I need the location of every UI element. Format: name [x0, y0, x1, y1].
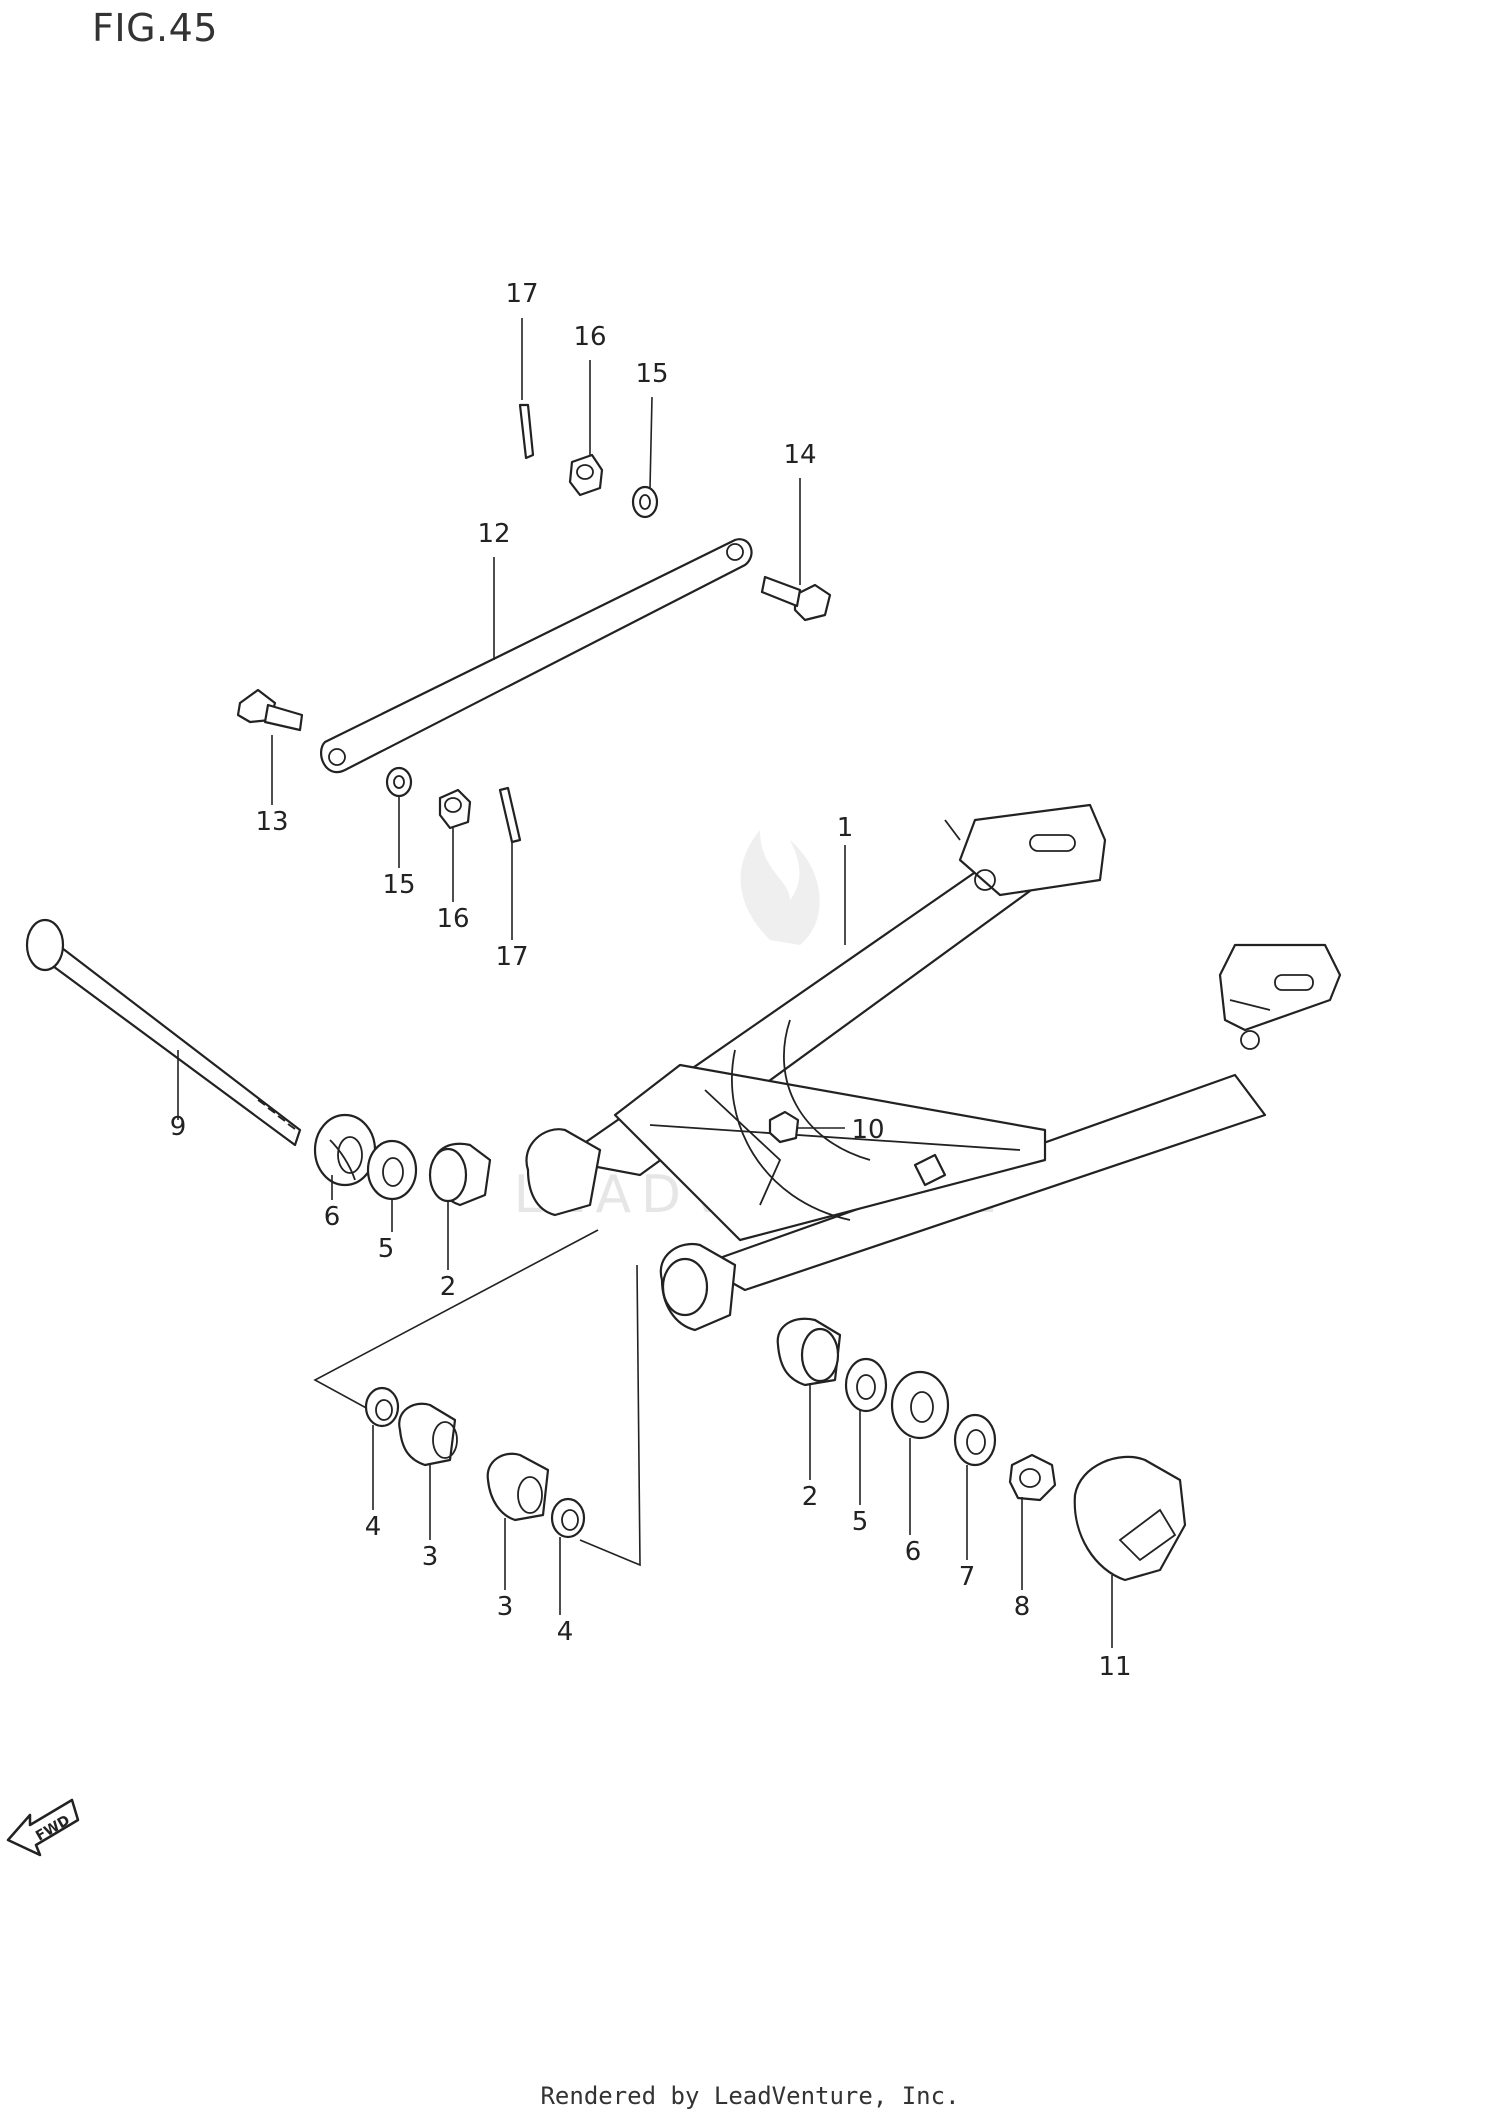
bearing-3-right[interactable]	[486, 1452, 550, 1522]
washer-5-right[interactable]	[844, 1357, 888, 1413]
nut-16-lower[interactable]	[438, 788, 472, 830]
bolt-14[interactable]	[760, 575, 832, 622]
callout-8: 8	[1014, 1592, 1031, 1622]
swingarm[interactable]	[525, 803, 1342, 1332]
washer-15-lower[interactable]	[385, 766, 413, 798]
callout-4-left: 4	[365, 1512, 382, 1542]
callout-10: 10	[851, 1115, 884, 1145]
callout-1: 1	[837, 813, 854, 843]
callout-17-upper: 17	[505, 279, 538, 309]
bush-2-right[interactable]	[776, 1317, 842, 1387]
bearing-3-left[interactable]	[398, 1402, 458, 1467]
callout-15-upper: 15	[635, 359, 668, 389]
callout-11: 11	[1098, 1652, 1131, 1682]
callout-12: 12	[477, 519, 510, 549]
washer-15-upper[interactable]	[631, 485, 659, 519]
callout-3-right: 3	[497, 1592, 514, 1622]
watermark-flame-icon	[740, 830, 820, 945]
washer-6-left[interactable]	[313, 1113, 377, 1187]
nut-16-upper[interactable]	[568, 453, 604, 497]
callout-5-left: 5	[378, 1234, 395, 1264]
torque-link[interactable]	[320, 538, 753, 774]
callout-16-upper: 16	[573, 322, 606, 352]
washer-6-right[interactable]	[890, 1370, 950, 1440]
pivot-shaft[interactable]	[25, 918, 302, 1147]
callout-14: 14	[783, 440, 816, 470]
callout-2-left: 2	[440, 1272, 457, 1302]
cotter-pin-17-upper[interactable]	[518, 403, 535, 460]
cap-11[interactable]	[1073, 1455, 1187, 1582]
washer-5-left[interactable]	[366, 1139, 418, 1201]
callout-6-left: 6	[324, 1202, 341, 1232]
callout-17-lower: 17	[495, 942, 528, 972]
callout-3-left: 3	[422, 1542, 439, 1572]
callout-4-right: 4	[557, 1617, 574, 1647]
callout-6-right: 6	[905, 1537, 922, 1567]
leader-lines	[177, 318, 1113, 1648]
nut-10[interactable]	[768, 1110, 800, 1144]
seal-4-left[interactable]	[364, 1386, 400, 1428]
bolt-13[interactable]	[236, 688, 304, 732]
callout-5-right: 5	[852, 1507, 869, 1537]
cotter-pin-17-lower[interactable]	[498, 786, 522, 844]
seal-4-right[interactable]	[550, 1497, 586, 1539]
bush-2-left[interactable]	[428, 1142, 492, 1207]
callout-15-lower: 15	[382, 870, 415, 900]
washer-7[interactable]	[953, 1413, 997, 1467]
callout-16-lower: 16	[436, 904, 469, 934]
callout-2-right: 2	[802, 1482, 819, 1512]
figure-title: FIG.45	[92, 6, 218, 50]
footer-credit: Rendered by LeadVenture, Inc.	[540, 2082, 960, 2110]
callout-13: 13	[255, 807, 288, 837]
fwd-arrow-icon: FWD	[6, 1798, 80, 1857]
nut-8[interactable]	[1008, 1453, 1057, 1502]
callout-9: 9	[170, 1112, 187, 1142]
callout-7: 7	[959, 1562, 976, 1592]
callout-labels: 17 16 15 14 12 13 15 16 17 1 9 6 5 2 10 …	[170, 279, 1132, 1682]
